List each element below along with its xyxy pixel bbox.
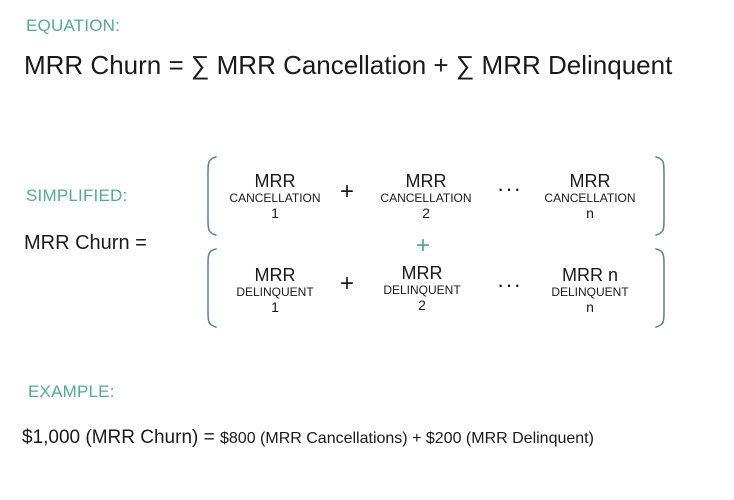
example-parts: $800 (MRR Cancellations) + $200 (MRR Del… bbox=[220, 430, 594, 447]
simplified-label: SIMPLIFIED: bbox=[26, 186, 128, 205]
term-index: n bbox=[586, 205, 594, 222]
example-total: $1,000 (MRR Churn) = bbox=[22, 427, 220, 448]
term-sub: CANCELLATION bbox=[229, 190, 321, 205]
term-index: 2 bbox=[418, 297, 426, 314]
plus-operator: + bbox=[340, 178, 355, 205]
cancellation-term-n: MRR CANCELLATION n bbox=[520, 172, 660, 221]
plus-operator: + bbox=[340, 270, 355, 297]
delinquent-term-1: MRR DELINQUENT 1 bbox=[205, 266, 345, 315]
lower-left-brace bbox=[207, 248, 217, 328]
group-plus-operator: + bbox=[416, 232, 431, 259]
delinquent-term-n: MRR n DELINQUENT n bbox=[520, 266, 660, 315]
term-main: MRR bbox=[254, 265, 296, 285]
term-sub: CANCELLATION bbox=[544, 190, 636, 205]
equation-formula: MRR Churn = ∑ MRR Cancellation + ∑ MRR D… bbox=[24, 50, 673, 80]
example-label: EXAMPLE: bbox=[28, 382, 115, 401]
term-sub: DELINQUENT bbox=[551, 284, 629, 299]
upper-left-brace bbox=[207, 156, 217, 236]
term-main: MRR n bbox=[561, 265, 618, 285]
delinquent-term-2: MRR DELINQUENT 2 bbox=[352, 264, 492, 313]
term-main: MRR bbox=[254, 171, 296, 191]
ellipsis: ··· bbox=[497, 272, 522, 297]
ellipsis: ··· bbox=[497, 176, 522, 201]
term-sub: DELINQUENT bbox=[236, 284, 314, 299]
cancellation-term-1: MRR CANCELLATION 1 bbox=[205, 172, 345, 221]
simplified-lhs: MRR Churn = bbox=[24, 232, 147, 254]
example-formula: $1,000 (MRR Churn) = $800 (MRR Cancellat… bbox=[22, 427, 594, 449]
term-index: n bbox=[586, 299, 594, 316]
term-index: 1 bbox=[271, 299, 279, 316]
term-index: 1 bbox=[271, 205, 279, 222]
upper-right-brace bbox=[655, 156, 665, 236]
lower-right-brace bbox=[655, 248, 665, 328]
term-index: 2 bbox=[422, 205, 430, 222]
cancellation-term-2: MRR CANCELLATION 2 bbox=[356, 172, 496, 221]
term-main: MRR bbox=[401, 263, 443, 283]
term-main: MRR bbox=[569, 171, 611, 191]
equation-label: EQUATION: bbox=[26, 16, 121, 35]
term-main: MRR bbox=[405, 171, 447, 191]
term-sub: DELINQUENT bbox=[383, 282, 461, 297]
term-sub: CANCELLATION bbox=[380, 190, 472, 205]
